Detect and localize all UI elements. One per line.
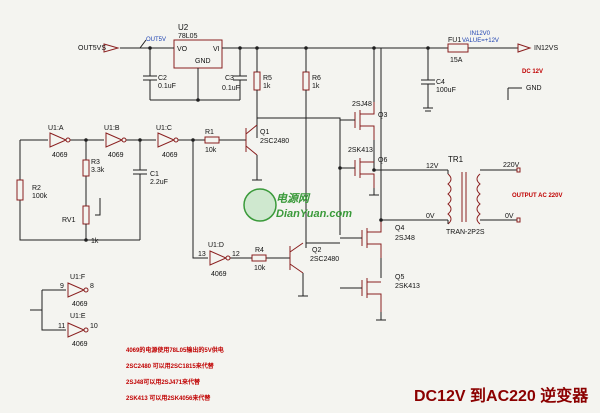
r2-value: 100k xyxy=(32,193,48,200)
q1-label: Q1 xyxy=(260,129,269,136)
fu1-value: 15A xyxy=(450,57,463,64)
u1e-part: 4069 xyxy=(72,341,88,348)
c2-label: C2 xyxy=(158,75,167,82)
c3-label: C3 xyxy=(225,75,234,82)
c1-label: C1 xyxy=(150,171,159,178)
tr1-0v-out: 0V xyxy=(505,213,514,220)
q6-label: Q6 xyxy=(378,157,387,164)
u1b-part: 4069 xyxy=(108,152,124,159)
tr1-0v: 0V xyxy=(426,213,435,220)
q5-part: 2SK413 xyxy=(395,283,420,290)
rv1-label: RV1 xyxy=(62,217,76,224)
u1f-pin-out: 8 xyxy=(90,283,94,290)
u1e-label: U1:E xyxy=(70,313,86,320)
u1a-part: 4069 xyxy=(52,152,68,159)
q1-transistor xyxy=(245,118,258,180)
q4-label: Q4 xyxy=(395,225,404,232)
q4-part: 2SJ48 xyxy=(395,235,415,242)
fu1-label: FU1 xyxy=(448,37,461,44)
out5v-probe: OUT5V xyxy=(146,37,166,43)
regulator-u2: U2 78L05 VO VI GND xyxy=(173,23,223,69)
u1d-inverter xyxy=(209,250,231,266)
q2-label: Q2 xyxy=(312,247,321,254)
u1f-pin-in: 9 xyxy=(60,283,64,290)
in12v-terminal-label: IN12VS xyxy=(534,45,558,52)
dc12v-label: DC 12V xyxy=(522,69,543,75)
r4-value: 10k xyxy=(254,265,266,272)
u1f-part: 4069 xyxy=(72,301,88,308)
q1-part: 2SC2480 xyxy=(260,138,289,145)
r1-label: R1 xyxy=(205,129,214,136)
r3-value: 3.3k xyxy=(91,167,105,174)
u2-label: U2 xyxy=(178,23,189,32)
c2-value: 0.1uF xyxy=(158,83,176,90)
page-title: DC12V 到AC220 逆变器 xyxy=(414,386,589,405)
out5v-terminal-label: OUT5VS xyxy=(78,45,106,52)
u2-vi: VI xyxy=(213,46,220,53)
note-3: 2SJ48可以用2SJ471来代替 xyxy=(126,378,201,386)
r1-value: 10k xyxy=(205,147,217,154)
q5-label: Q5 xyxy=(395,274,404,281)
u2-vo: VO xyxy=(177,46,188,53)
in12v-probe: IN12V0 xyxy=(470,31,491,37)
tr1-label: TR1 xyxy=(448,155,464,164)
q2-part: 2SC2480 xyxy=(310,256,339,263)
u1d-label: U1:D xyxy=(208,242,224,249)
watermark: 电源网 DianYuan.com xyxy=(243,188,352,222)
q6-part: 2SK413 xyxy=(348,147,373,154)
tr1-220v: 220V xyxy=(503,162,520,169)
u1b-label: U1:B xyxy=(104,125,120,132)
u1e-inverter xyxy=(67,322,89,338)
note-4: 2SK413 可以用2SK4056来代替 xyxy=(126,394,211,402)
u1c-part: 4069 xyxy=(162,152,178,159)
u1a-inverter xyxy=(49,132,71,148)
u2-part: 78L05 xyxy=(178,33,198,40)
output-label: OUTPUT AC 220V xyxy=(512,193,562,199)
r3-label: R3 xyxy=(91,159,100,166)
watermark-cn: 电源网 xyxy=(276,192,311,205)
u1a-label: U1:A xyxy=(48,125,64,132)
u1b-inverter xyxy=(105,132,127,148)
q2-transistor xyxy=(289,242,308,297)
r6-label: R6 xyxy=(312,75,321,82)
u1e-pin-in: 11 xyxy=(58,323,65,330)
out5v-terminal xyxy=(103,43,120,53)
u1f-label: U1:F xyxy=(70,274,85,281)
in12v-value: VALUE=+12V xyxy=(462,38,499,44)
q3-part: 2SJ48 xyxy=(352,101,372,108)
r6-value: 1k xyxy=(312,83,320,90)
u1d-part: 4069 xyxy=(211,271,227,278)
note-1: 4069的电源使用78L05输出的5V供电 xyxy=(126,346,224,354)
tr1-12v: 12V xyxy=(426,163,439,170)
q3-label: Q3 xyxy=(378,112,387,119)
u1c-inverter xyxy=(157,132,179,148)
u1e-pin-out: 10 xyxy=(90,323,98,330)
u1c-label: U1:C xyxy=(156,125,172,132)
r4-label: R4 xyxy=(255,247,264,254)
u1d-pin-out: 12 xyxy=(232,251,240,258)
u1d-pin-in: 13 xyxy=(198,251,206,258)
c1-value: 2.2uF xyxy=(150,179,168,186)
r2-label: R2 xyxy=(32,185,41,192)
r5-value: 1k xyxy=(263,83,271,90)
watermark-en: DianYuan.com xyxy=(276,208,352,220)
note-2: 2SC2480 可以用2SC1815来代替 xyxy=(126,362,215,370)
tr1-part: TRAN-2P2S xyxy=(446,229,485,236)
in12v-terminal xyxy=(517,43,532,53)
q6-mosfet xyxy=(354,158,375,188)
u2-gnd: GND xyxy=(195,58,211,65)
c3-value: 0.1uF xyxy=(222,85,240,92)
c4-value: 100uF xyxy=(436,87,456,94)
rv1-value: 1k xyxy=(91,238,99,245)
gnd-label: GND xyxy=(526,85,542,92)
q5-mosfet xyxy=(361,278,382,312)
c4-label: C4 xyxy=(436,79,445,86)
q4-mosfet xyxy=(361,220,382,258)
r5-label: R5 xyxy=(263,75,272,82)
u1f-inverter xyxy=(67,282,89,298)
